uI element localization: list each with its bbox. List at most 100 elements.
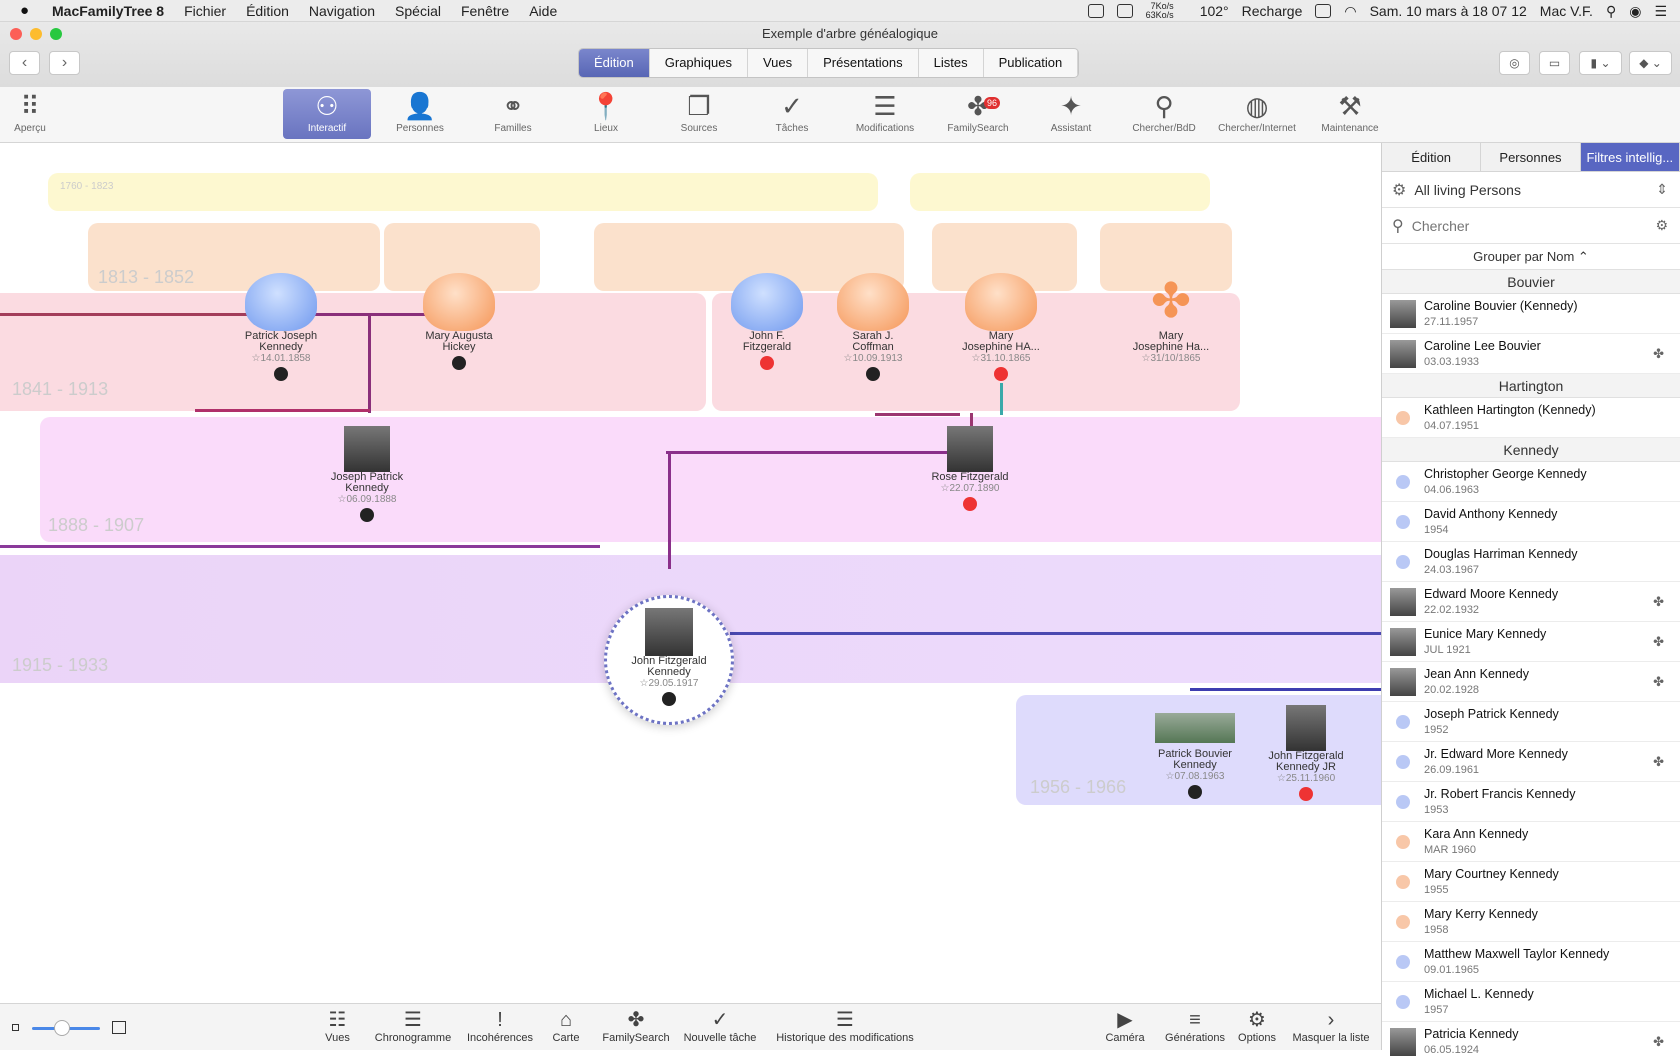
bottom-button-generations[interactable]: ≡Générations bbox=[1158, 1008, 1232, 1044]
familysearch-icon[interactable] bbox=[360, 508, 374, 522]
tool-maintenance[interactable]: ⚒Maintenance bbox=[1306, 89, 1394, 139]
person-list-item[interactable]: Kathleen Hartington (Kennedy)04.07.1951 bbox=[1382, 398, 1680, 438]
bottom-button-new-task[interactable]: ✓Nouvelle tâche bbox=[676, 1008, 764, 1044]
person-node[interactable]: Mary Josephine HA... ☆31.10.1865 bbox=[956, 273, 1046, 384]
bottom-button-history[interactable]: ☰Historique des modifications bbox=[770, 1008, 920, 1044]
close-button[interactable] bbox=[10, 28, 22, 40]
app-menu[interactable]: MacFamilyTree 8 bbox=[52, 2, 165, 19]
zoom-button[interactable] bbox=[50, 28, 62, 40]
apple-icon[interactable]: ● bbox=[20, 1, 30, 19]
tab-graphiques[interactable]: Graphiques bbox=[650, 49, 748, 77]
familysearch-icon[interactable] bbox=[866, 367, 880, 381]
bottom-button-views[interactable]: ☷Vues bbox=[300, 1008, 375, 1044]
familysearch-icon[interactable] bbox=[662, 692, 676, 706]
tab-presentations[interactable]: Présentations bbox=[808, 49, 919, 77]
familysearch-icon[interactable] bbox=[994, 367, 1008, 381]
bottom-button-options[interactable]: ⚙Options bbox=[1232, 1008, 1282, 1044]
tab-edition[interactable]: Édition bbox=[579, 49, 650, 77]
bottom-button-familysearch[interactable]: ✤FamilySearch bbox=[596, 1008, 676, 1044]
zoom-slider-thumb[interactable] bbox=[54, 1020, 70, 1036]
bottom-button-warning[interactable]: !Incohérences bbox=[460, 1008, 540, 1044]
familysearch-icon[interactable] bbox=[760, 356, 774, 370]
tab-publication[interactable]: Publication bbox=[984, 49, 1079, 77]
person-node[interactable]: John F. Fitzgerald bbox=[722, 273, 812, 373]
tool-chercher-internet[interactable]: ◍Chercher/Internet bbox=[1213, 89, 1301, 139]
datetime[interactable]: Sam. 10 mars à 18 07 12 bbox=[1369, 3, 1527, 19]
bottom-button-timeline[interactable]: ☰Chronogramme bbox=[368, 1008, 458, 1044]
tool-personnes[interactable]: 👤Personnes bbox=[376, 89, 464, 139]
sidebar-tab-personnes[interactable]: Personnes bbox=[1481, 143, 1581, 171]
tool-familles[interactable]: ⚭Familles bbox=[469, 89, 557, 139]
search-field[interactable]: ⚲ ⚙ bbox=[1382, 208, 1680, 244]
tab-listes[interactable]: Listes bbox=[919, 49, 984, 77]
sidebar-toggle-button[interactable]: ▭ bbox=[1539, 51, 1570, 75]
back-button[interactable]: ‹ bbox=[9, 51, 40, 75]
menu-aide[interactable]: Aide bbox=[529, 2, 558, 19]
familysearch-icon[interactable] bbox=[1299, 787, 1313, 801]
bottom-button-camera[interactable]: ▶Caméra bbox=[1098, 1008, 1152, 1044]
sidebar-tab-edition[interactable]: Édition bbox=[1382, 143, 1482, 171]
sync-button[interactable]: ◎ bbox=[1499, 51, 1530, 75]
family-tree-chart[interactable]: 1760 - 1823 1813 - 1852 1841 - 1913 1888… bbox=[0, 143, 1381, 1003]
tool-aper-u[interactable]: ⠿Aperçu bbox=[0, 89, 74, 139]
bookmark-button[interactable]: ▮ ⌄ bbox=[1579, 51, 1622, 75]
tool-modifications[interactable]: ☰Modifications bbox=[841, 89, 929, 139]
tool-interactif[interactable]: ⚇Interactif bbox=[283, 89, 371, 139]
tab-vues[interactable]: Vues bbox=[748, 49, 809, 77]
user-name[interactable]: Mac V.F. bbox=[1539, 3, 1593, 19]
familysearch-icon[interactable] bbox=[1188, 785, 1202, 799]
tool-sources[interactable]: ❐Sources bbox=[655, 89, 743, 139]
spotlight-icon[interactable]: ⚲ bbox=[1605, 2, 1617, 19]
bottom-button-map[interactable]: ⌂Carte bbox=[548, 1008, 584, 1044]
minimize-button[interactable] bbox=[30, 28, 42, 40]
tool-lieux[interactable]: 📍Lieux bbox=[562, 89, 650, 139]
familysearch-icon[interactable] bbox=[452, 356, 466, 370]
notification-icon[interactable]: ☰ bbox=[1654, 2, 1667, 19]
person-node[interactable]: Rose Fitzgerald ☆22.07.1890 bbox=[920, 426, 1020, 514]
menu-navigation[interactable]: Navigation bbox=[308, 2, 376, 19]
person-node[interactable]: John Fitzgerald Kennedy JR ☆25.11.1960 bbox=[1258, 705, 1354, 804]
tool-t-ches[interactable]: ✓Tâches bbox=[748, 89, 836, 139]
bottom-button-hide-list[interactable]: ›Masquer la liste bbox=[1286, 1008, 1376, 1044]
person-node[interactable]: Mary Augusta Hickey bbox=[414, 273, 504, 373]
familysearch-icon[interactable] bbox=[274, 367, 288, 381]
menu-edition[interactable]: Édition bbox=[246, 2, 289, 19]
search-input[interactable] bbox=[1411, 217, 1632, 234]
menu-special[interactable]: Spécial bbox=[395, 2, 441, 19]
sidebar-tab-filtres[interactable]: Filtres intellig... bbox=[1580, 143, 1680, 171]
tag-button[interactable]: ◆ ⌄ bbox=[1629, 51, 1672, 75]
zoom-in-icon[interactable] bbox=[112, 1021, 126, 1034]
status-icon[interactable] bbox=[1087, 4, 1104, 18]
focus-person-node[interactable]: John Fitzgerald Kennedy ☆29.05.1917 bbox=[604, 595, 734, 725]
person-node[interactable]: ✤ Mary Josephine Ha... ☆31/10/1865 bbox=[1126, 273, 1216, 364]
person-list-item[interactable]: Caroline Bouvier (Kennedy)27.11.1957 bbox=[1382, 294, 1680, 334]
settings-icon[interactable]: ⚙ bbox=[1655, 217, 1668, 233]
tool-assistant[interactable]: ✦Assistant bbox=[1027, 89, 1115, 139]
tool-chercher-bdd[interactable]: ⚲Chercher/BdD bbox=[1120, 89, 1208, 139]
menu-fenetre[interactable]: Fenêtre bbox=[460, 2, 510, 19]
person-node[interactable]: Sarah J. Coffman ☆10.09.1913 bbox=[828, 273, 918, 384]
forward-button[interactable]: › bbox=[49, 51, 80, 75]
menu-fichier[interactable]: Fichier bbox=[184, 2, 227, 19]
smart-filter-select[interactable]: ⚙ All living Persons ⇕ bbox=[1382, 172, 1680, 208]
battery-status[interactable]: Recharge bbox=[1241, 3, 1303, 19]
group-by-selector[interactable]: Grouper par Nom ⌃ bbox=[1382, 244, 1680, 270]
person-node[interactable]: Patrick Bouvier Kennedy ☆07.08.1963 bbox=[1147, 713, 1243, 802]
